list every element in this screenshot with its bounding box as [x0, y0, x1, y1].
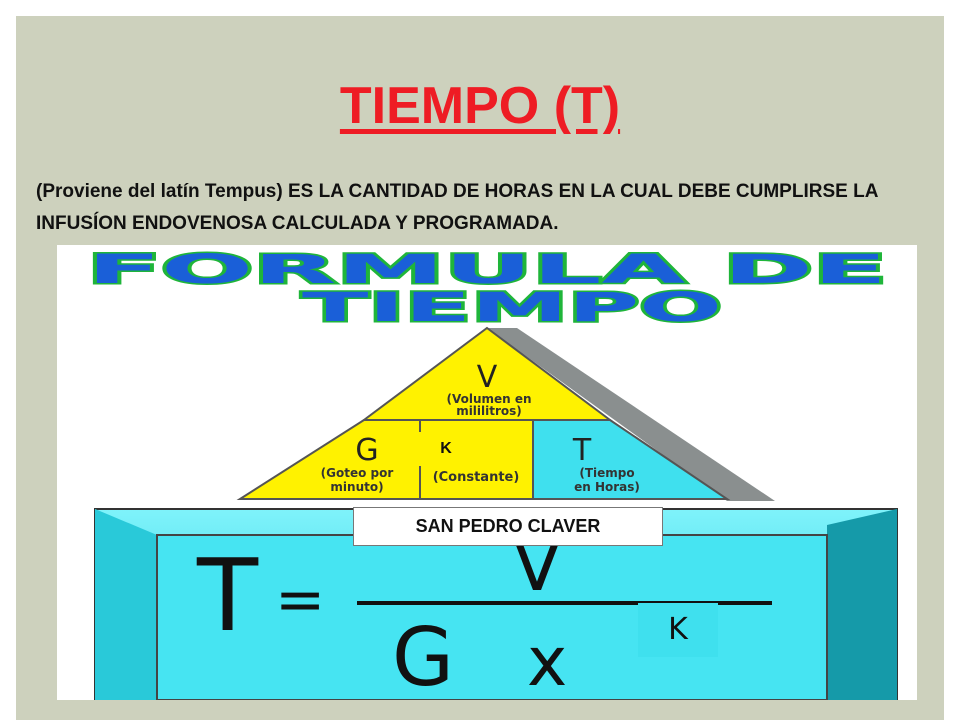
formula-k-box: K — [638, 603, 718, 657]
triangle-t-caption-1: (Tiempo — [579, 466, 634, 480]
triangle-g-caption-1: (Goteo por — [321, 466, 394, 480]
definition-body: ES LA CANTIDAD DE HORAS EN LA CUAL DEBE … — [36, 181, 878, 234]
banner-tiempo: TIEMPO — [302, 285, 722, 331]
constant-k-label: K — [440, 440, 452, 457]
triangle-v-caption-1: (Volumen en — [446, 392, 531, 406]
banner-formula-de: FORMULA DE — [87, 247, 887, 293]
formula-illustration: FORMULA DE TIEMPO V (Volumen en mililitr… — [86, 246, 898, 700]
triangle-side — [487, 328, 775, 501]
formula-denominator-g: G — [392, 611, 454, 700]
triangle-v-caption-2: mililitros) — [456, 404, 522, 418]
formula-box-left-bevel — [95, 509, 157, 700]
formula-box-right-bevel — [827, 509, 897, 700]
formula-times-x: x — [527, 623, 567, 700]
triangle-right — [532, 419, 731, 500]
formula-equals: = — [275, 565, 325, 635]
triangle-g-caption-2: minuto) — [330, 480, 383, 494]
triangle-v-letter: V — [477, 360, 498, 395]
formula-k-label: K — [668, 612, 688, 647]
triangle-constant-caption: (Constante) — [433, 470, 520, 485]
triangle-t-caption-2: en Horas) — [574, 480, 640, 494]
triangle-g-letter: G — [355, 433, 378, 468]
watermark-label: SAN PEDRO CLAVER — [353, 507, 663, 546]
formula-t: T — [196, 537, 259, 654]
definition-text: (Proviene del latín Tempus) ES LA CANTID… — [36, 176, 916, 240]
slide-title: TIEMPO (T) — [339, 77, 621, 135]
formula-image: FORMULA DE TIEMPO V (Volumen en mililitr… — [57, 245, 917, 700]
constant-k-overlay: K — [412, 432, 480, 466]
triangle-t-letter: T — [572, 433, 592, 468]
definition-prefix: (Proviene del latín Tempus) — [36, 181, 283, 202]
watermark-text: SAN PEDRO CLAVER — [415, 516, 601, 536]
